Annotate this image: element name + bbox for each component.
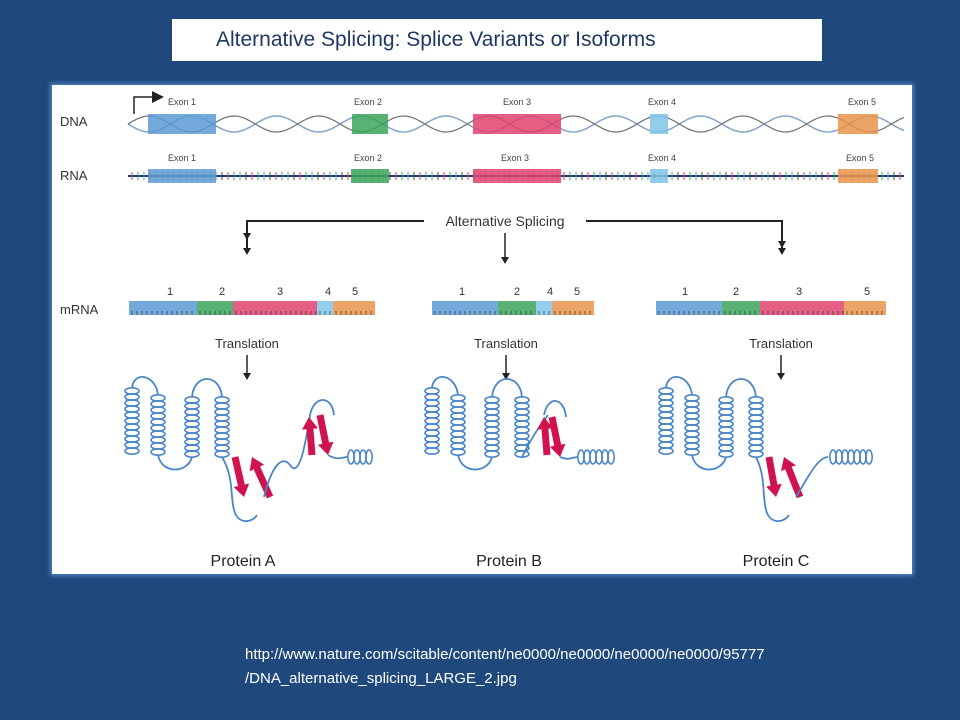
rna-exon-2-label: Exon 2 xyxy=(354,153,382,163)
protein-a-label: Protein A xyxy=(211,553,276,570)
mrna-c-segment-2 xyxy=(722,301,760,315)
mrna-a-exon-number: 2 xyxy=(219,286,225,298)
mrna-b-exon-number: 5 xyxy=(574,286,580,298)
dna-exon-3-block xyxy=(473,114,561,134)
rna-exon-5-block xyxy=(838,169,878,183)
dna-exon-1-block xyxy=(148,114,216,134)
mrna-c-segment-3 xyxy=(760,301,844,315)
dna-exon-3-label: Exon 3 xyxy=(503,97,531,107)
mrna-a-exon-number: 5 xyxy=(352,286,358,298)
mrna-b-segment-1 xyxy=(432,301,498,315)
mrna-b-segment-2 xyxy=(498,301,536,315)
translation-label-a: Translation xyxy=(215,336,279,351)
dna-row-label: DNA xyxy=(60,114,88,129)
mrna-c-exon-number: 1 xyxy=(682,286,688,298)
mrna-c-exon-number: 2 xyxy=(733,286,739,298)
slide-title: Alternative Splicing: Splice Variants or… xyxy=(216,28,656,51)
rna-exon-1-block xyxy=(148,169,216,183)
rna-exon-1-label: Exon 1 xyxy=(168,153,196,163)
mrna-a-exon-number: 3 xyxy=(277,286,283,298)
dna-exon-4-label: Exon 4 xyxy=(648,97,676,107)
mrna-b-exon-number: 2 xyxy=(514,286,520,298)
mrna-variant-c: 1 2 3 5 xyxy=(656,286,886,315)
rna-exon-3-label: Exon 3 xyxy=(501,153,529,163)
mrna-b-segment-4 xyxy=(552,301,594,315)
mrna-a-segment-5 xyxy=(333,301,375,315)
rna-exon-4-block xyxy=(650,169,668,183)
rna-exon-4-label: Exon 4 xyxy=(648,153,676,163)
transcription-start-arrow xyxy=(133,91,164,114)
dna-exon-5-block xyxy=(838,114,878,134)
mrna-b-exon-number: 4 xyxy=(547,286,553,298)
translation-b: Translation xyxy=(474,336,538,380)
source-url-line-1: http://www.nature.com/scitable/content/n… xyxy=(245,646,765,663)
dna-exon-1-label: Exon 1 xyxy=(168,97,196,107)
mrna-a-segment-4 xyxy=(317,301,333,315)
mrna-c-exon-number: 3 xyxy=(796,286,802,298)
source-url-line-2: /DNA_alternative_splicing_LARGE_2.jpg xyxy=(245,670,517,687)
dna-strand: Exon 1 Exon 2 Exon 3 Exon 4 Exon 5 xyxy=(127,91,905,134)
mrna-a-segment-3 xyxy=(233,301,317,315)
mrna-a-segment-1 xyxy=(129,301,197,315)
dna-exon-5-label: Exon 5 xyxy=(848,97,876,107)
mrna-variant-b: 1 2 4 5 xyxy=(432,286,594,315)
mrna-a-exon-number: 4 xyxy=(325,286,331,298)
mrna-c-exon-number: 5 xyxy=(864,286,870,298)
mrna-c-segment-1 xyxy=(656,301,722,315)
translation-label-b: Translation xyxy=(474,336,538,351)
alternative-splicing-bracket: Alternative Splicing xyxy=(243,213,786,264)
mrna-variant-a: 1 2 3 4 5 xyxy=(129,286,375,315)
translation-c: Translation xyxy=(749,336,813,380)
alternative-splicing-label: Alternative Splicing xyxy=(445,213,564,229)
slide-title-box: Alternative Splicing: Splice Variants or… xyxy=(172,19,822,61)
splicing-figure-panel: DNA RNA mRNA Exon 1 Exon 2 Exon 3 Exon 4… xyxy=(52,85,912,574)
rna-exon-5-label: Exon 5 xyxy=(846,153,874,163)
protein-b-label: Protein B xyxy=(476,553,542,570)
mrna-c-segment-4 xyxy=(844,301,886,315)
mrna-a-segment-2 xyxy=(197,301,233,315)
rna-strand: Exon 1 Exon 2 Exon 3 Exon 4 Exon 5 xyxy=(128,153,904,183)
protein-c-label: Protein C xyxy=(743,553,810,570)
dna-exon-4-block xyxy=(650,114,668,134)
rna-exon-2-block xyxy=(351,169,389,183)
rna-row-label: RNA xyxy=(60,168,88,183)
translation-a: Translation xyxy=(215,336,279,380)
dna-exon-2-block xyxy=(352,114,388,134)
rna-exon-3-block xyxy=(473,169,561,183)
dna-exon-2-label: Exon 2 xyxy=(354,97,382,107)
splicing-diagram: DNA RNA mRNA Exon 1 Exon 2 Exon 3 Exon 4… xyxy=(60,91,905,570)
mrna-b-segment-3 xyxy=(536,301,552,315)
mrna-b-exon-number: 1 xyxy=(459,286,465,298)
source-caption: http://www.nature.com/scitable/content/n… xyxy=(245,643,905,691)
mrna-row-label: mRNA xyxy=(60,302,99,317)
protein-c-structure xyxy=(658,376,873,523)
protein-a-structure xyxy=(124,376,373,523)
mrna-a-exon-number: 1 xyxy=(167,286,173,298)
protein-b-structure xyxy=(424,376,615,471)
translation-label-c: Translation xyxy=(749,336,813,351)
